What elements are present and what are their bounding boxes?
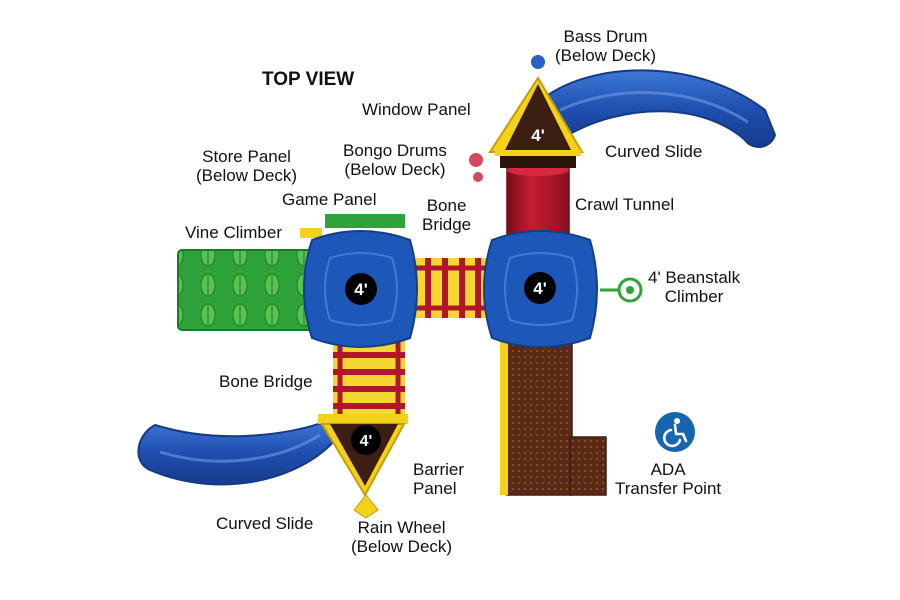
label-bone-bridge-bottom: Bone Bridge [219, 372, 313, 391]
bone-bridge-bottom [333, 340, 405, 418]
game-panel [325, 214, 405, 228]
label-vine-climber: Vine Climber [185, 223, 283, 242]
label-store-panel: Store Panel(Below Deck) [196, 147, 298, 185]
ada-wheelchair-icon [655, 412, 695, 452]
label-bongo-drums: Bongo Drums(Below Deck) [343, 141, 447, 179]
deck-right [483, 230, 598, 348]
deck-right-height: 4' [533, 279, 547, 298]
label-rain-wheel: Rain Wheel(Below Deck) [351, 518, 453, 556]
transfer-walkway [500, 339, 607, 496]
bongo-drums-icon [469, 153, 483, 182]
roof-bottom [318, 414, 408, 498]
bass-drum-icon [531, 55, 545, 69]
rain-wheel-icon [353, 494, 379, 519]
crawl-tunnel [506, 164, 570, 239]
bone-bridge-top [415, 258, 487, 318]
vine-climber [177, 249, 314, 331]
diagram-title: TOP VIEW [262, 69, 355, 90]
deck-left-height: 4' [354, 280, 368, 299]
curved-slide-bottom [137, 418, 337, 486]
roof-top-height: 4' [531, 126, 545, 145]
label-crawl-tunnel: Crawl Tunnel [575, 195, 675, 214]
beanstalk-climber-icon [600, 277, 643, 303]
curved-slide-top [546, 69, 777, 148]
deck-left [300, 228, 418, 348]
label-curved-slide-bottom: Curved Slide [216, 514, 314, 533]
label-window-panel: Window Panel [362, 100, 471, 119]
roof-bottom-height: 4' [360, 433, 373, 450]
label-bass-drum: Bass Drum(Below Deck) [555, 27, 657, 65]
label-game-panel: Game Panel [282, 190, 377, 209]
label-curved-slide-top: Curved Slide [605, 142, 703, 161]
roof-top [488, 76, 584, 168]
